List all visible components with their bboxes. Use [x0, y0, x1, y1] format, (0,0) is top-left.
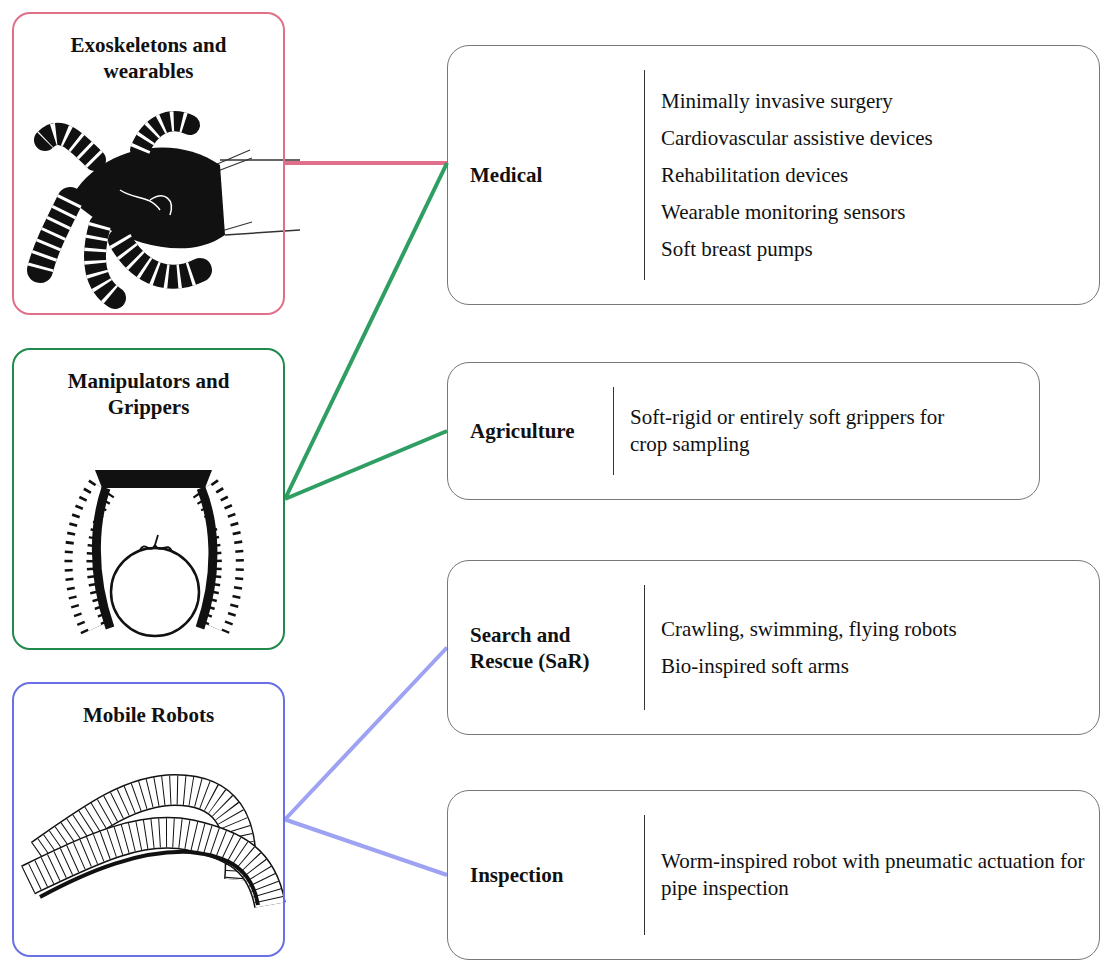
category-title: Manipulators and Grippers	[14, 368, 283, 420]
connector-line	[285, 431, 447, 499]
application-item: Minimally invasive surgery	[661, 83, 933, 120]
application-item: Crawling, swimming, flying robots	[661, 611, 957, 648]
application-item: Cardiovascular assistive devices	[661, 120, 933, 157]
application-title: Search and Rescue (SaR)	[470, 622, 620, 674]
application-title: Medical	[470, 162, 542, 188]
application-box: Search and Rescue (SaR) Crawling, swimmin…	[447, 560, 1100, 735]
item-list: Worm-inspired robot with pneumatic actua…	[644, 815, 1099, 935]
category-title: Mobile Robots	[14, 702, 283, 728]
category-box: Exoskeletons and wearables	[12, 12, 285, 315]
connector-line	[285, 820, 447, 876]
connector-line	[285, 648, 447, 820]
heading-cell: Inspection	[448, 791, 644, 959]
application-item: Wearable monitoring sensors	[661, 194, 933, 231]
application-item: Worm-inspired robot with pneumatic actua…	[661, 848, 1099, 902]
application-item: Bio-inspired soft arms	[661, 648, 957, 685]
heading-cell: Medical	[448, 46, 644, 304]
application-box: Agriculture Soft-rigid or entirely soft g…	[447, 362, 1040, 500]
application-box: Medical Minimally invasive surgeryCardiov…	[447, 45, 1100, 305]
item-list: Soft-rigid or entirely soft grippers for…	[613, 387, 960, 475]
glove-illustration	[40, 121, 300, 298]
connector-line	[285, 163, 447, 499]
application-title: Agriculture	[470, 418, 575, 444]
heading-cell: Agriculture	[448, 363, 613, 499]
application-box: Inspection Worm-inspired robot with pneum…	[447, 790, 1100, 960]
application-title: Inspection	[470, 862, 563, 888]
item-list: Minimally invasive surgeryCardiovascular…	[644, 70, 933, 280]
category-box: Manipulators and Grippers	[12, 348, 285, 650]
item-list: Crawling, swimming, flying robotsBio-ins…	[644, 585, 957, 710]
gripper-illustration	[79, 470, 228, 636]
heading-cell: Search and Rescue (SaR)	[448, 561, 644, 734]
connector-line	[285, 161, 447, 165]
worm-robot-illustration	[28, 790, 270, 905]
application-item: Soft breast pumps	[661, 231, 933, 268]
application-item: Soft-rigid or entirely soft grippers for…	[630, 404, 960, 458]
category-box: Mobile Robots	[12, 682, 285, 957]
category-title: Exoskeletons and wearables	[14, 32, 283, 84]
application-item: Rehabilitation devices	[661, 157, 933, 194]
